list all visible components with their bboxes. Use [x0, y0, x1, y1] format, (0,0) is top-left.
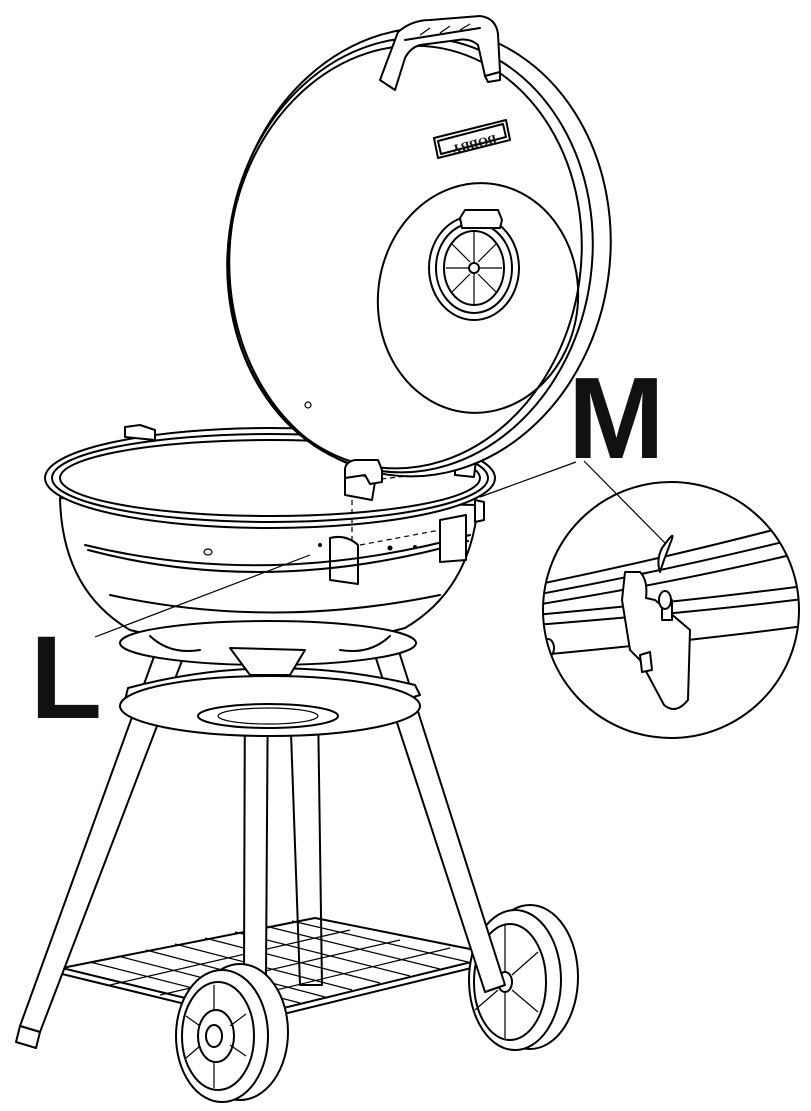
- brand-badge: BOBBY: [433, 119, 511, 159]
- left-wheel-icon: [175, 963, 289, 1103]
- part-label-l: L: [30, 612, 102, 744]
- hinge-detail-magnifier-icon: [542, 481, 800, 739]
- part-label-m: M: [568, 353, 665, 483]
- lid-handle-icon: [379, 15, 501, 91]
- grill-bowl-icon: [59, 465, 479, 676]
- grill-lid-icon: [226, 26, 612, 485]
- leader-lines: [94, 460, 666, 638]
- ash-catcher-icon: [119, 667, 421, 737]
